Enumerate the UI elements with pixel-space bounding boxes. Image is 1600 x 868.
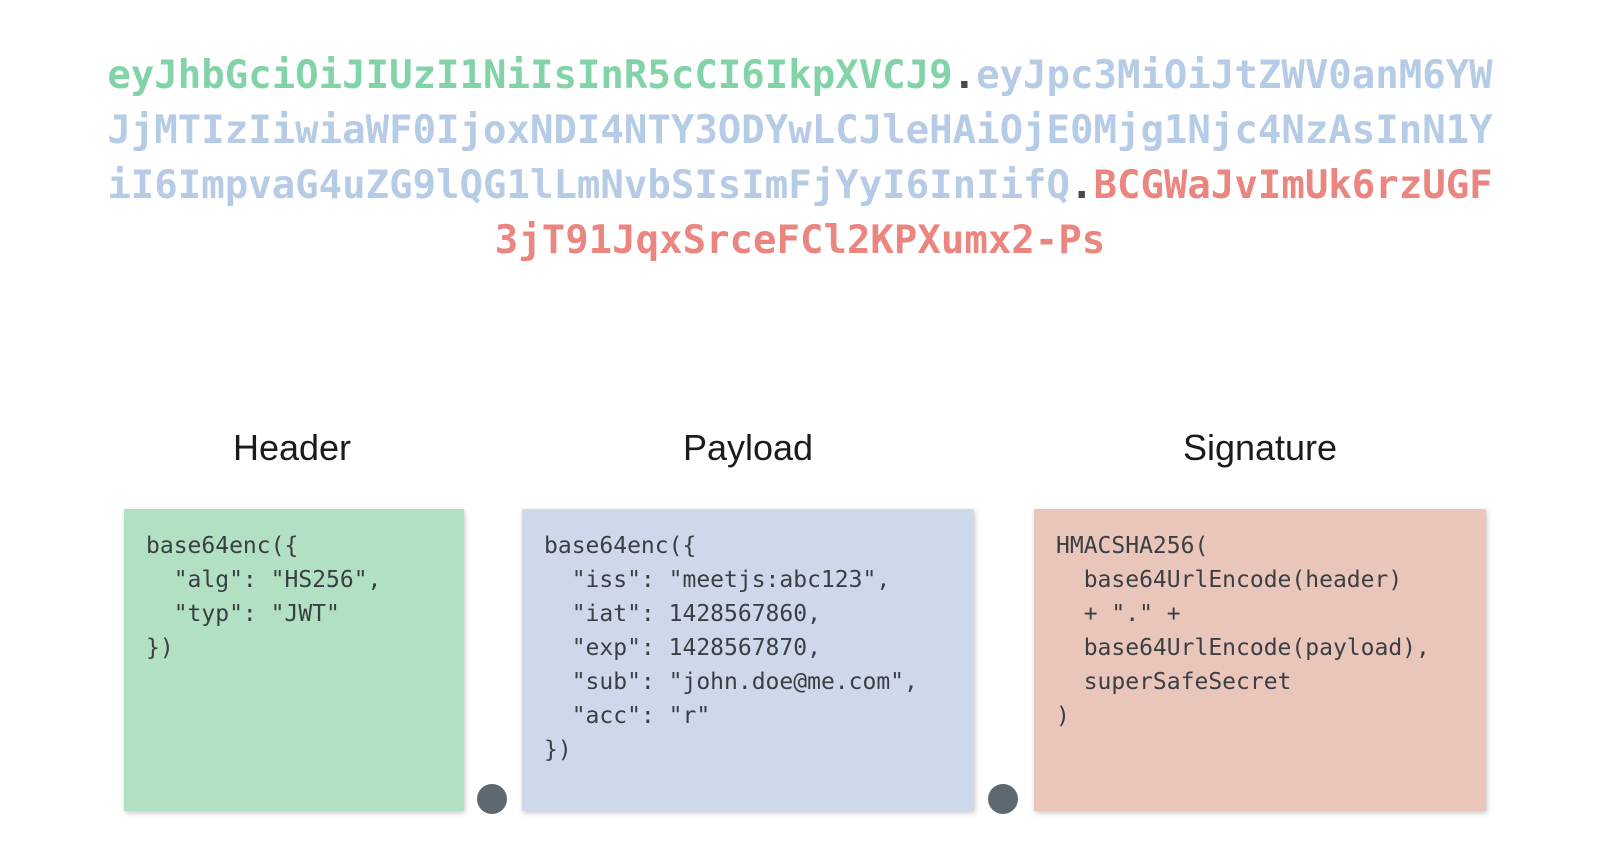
signature-code-line: ) — [1056, 703, 1070, 729]
signature-code-box: HMACSHA256( base64UrlEncode(header) + ".… — [1034, 509, 1486, 811]
token-separator-dot: . — [1070, 163, 1094, 208]
payload-code-line: "iat": 1428567860, — [544, 601, 821, 627]
token-line-4: 3jT91JqxSrceFCl2KPXumx2-Ps — [0, 213, 1600, 268]
token-payload-part: eyJpc3MiOiJtZWV0anM6YW — [976, 53, 1493, 98]
connector-dot — [988, 784, 1018, 814]
signature-code-line: + "." + — [1056, 601, 1181, 627]
signature-section-title: Signature — [1182, 427, 1338, 468]
token-payload-part: JjMTIzIiwiaWF0IjoxNDI4NTY3ODYwLCJleHAiOj… — [107, 108, 1493, 153]
header-section-title: Header — [232, 427, 352, 468]
token-payload-part: iI6ImpvaG4uZG9lQG1lLmNvbSIsImFjYyI6InIif… — [107, 163, 1071, 208]
signature-code-line: base64UrlEncode(payload), — [1056, 635, 1430, 661]
token-line-1: eyJhbGciOiJIUzI1NiIsInR5cCI6IkpXVCJ9.eyJ… — [0, 48, 1600, 103]
payload-code-line: "exp": 1428567870, — [544, 635, 821, 661]
payload-code-line: base64enc({ — [544, 533, 697, 559]
token-separator-dot: . — [952, 53, 977, 98]
token-header-part: eyJhbGciOiJIUzI1NiIsInR5cCI6IkpXVCJ9 — [107, 53, 953, 98]
token-line-3: iI6ImpvaG4uZG9lQG1lLmNvbSIsImFjYyI6InIif… — [0, 158, 1600, 213]
payload-code-line: "acc": "r" — [544, 703, 711, 729]
header-code-line: "alg": "HS256", — [146, 567, 382, 593]
token-signature-part: 3jT91JqxSrceFCl2KPXumx2-Ps — [494, 218, 1106, 263]
header-code-line: "typ": "JWT" — [146, 601, 340, 627]
jwt-token: eyJhbGciOiJIUzI1NiIsInR5cCI6IkpXVCJ9.eyJ… — [0, 48, 1600, 268]
payload-code-line: "iss": "meetjs:abc123", — [544, 567, 891, 593]
connector-dot — [477, 784, 507, 814]
signature-code-line: base64UrlEncode(header) — [1056, 567, 1403, 593]
payload-section-title: Payload — [682, 427, 814, 468]
header-code-box: base64enc({ "alg": "HS256", "typ": "JWT"… — [124, 509, 464, 811]
token-line-2: JjMTIzIiwiaWF0IjoxNDI4NTY3ODYwLCJleHAiOj… — [0, 103, 1600, 158]
header-code-line: base64enc({ — [146, 533, 299, 559]
header-code-line: }) — [146, 635, 174, 661]
payload-code-box: base64enc({ "iss": "meetjs:abc123", "iat… — [522, 509, 974, 811]
signature-code-line: superSafeSecret — [1056, 669, 1292, 695]
payload-code-line: "sub": "john.doe@me.com", — [544, 669, 918, 695]
payload-code-line: }) — [544, 737, 572, 763]
signature-code-line: HMACSHA256( — [1056, 533, 1209, 559]
token-signature-part: BCGWaJvImUk6rzUGF — [1093, 163, 1493, 208]
